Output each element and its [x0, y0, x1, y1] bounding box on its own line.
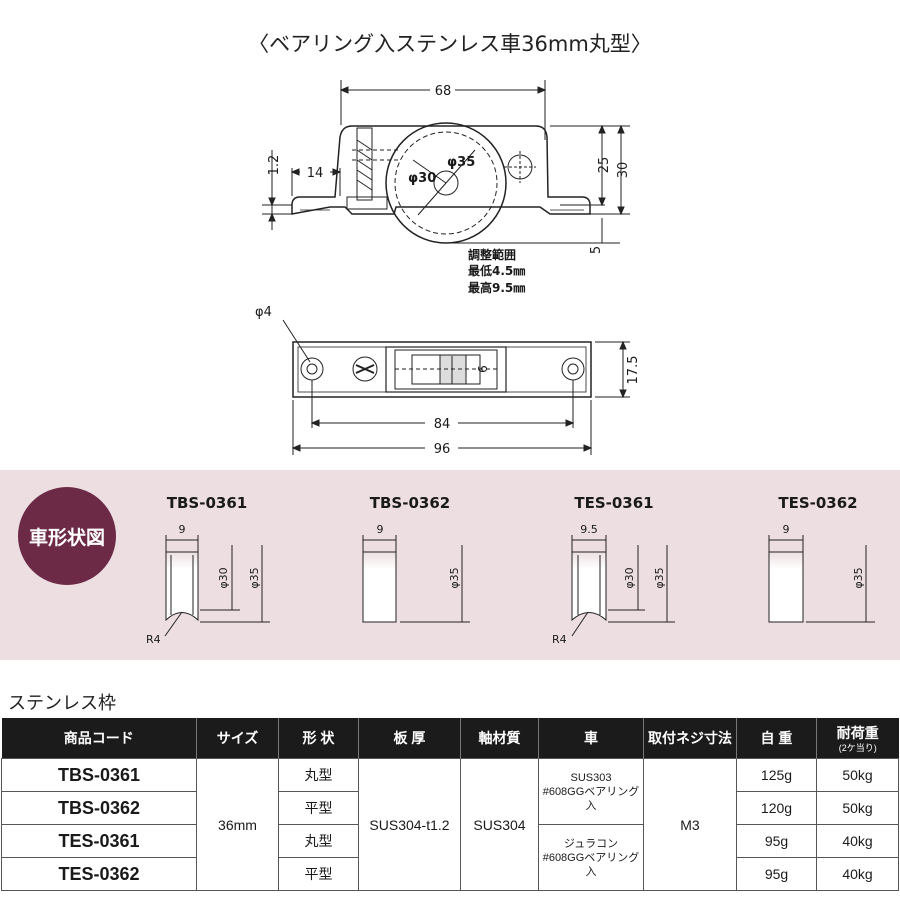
col-header-shape: 形 状: [278, 718, 359, 759]
tes0361-outer: φ35: [653, 567, 666, 588]
cell-shape: 平型: [278, 791, 359, 825]
cell-wheel-duracon: ジュラコン #608GGベアリング入: [538, 824, 644, 891]
table-row: TES-0362 平型 95g 40kg: [1, 857, 899, 891]
wheel-shapes-badge: 車形状図: [18, 487, 116, 585]
tes0361-radius: R4: [552, 633, 567, 646]
shape-label-tbs-0362: TBS-0362: [369, 494, 451, 512]
dim-height-25: 25: [597, 157, 612, 174]
tbs0361-width: 9: [179, 523, 186, 536]
shape-label-tes-0362: TES-0362: [778, 494, 858, 512]
tbs0361-inner: φ30: [217, 567, 230, 588]
cell-code: TBS-0362: [1, 791, 197, 825]
dim-drop-5: 5: [589, 246, 604, 254]
tes0361-width: 9.5: [580, 523, 598, 536]
dim-width-68: 68: [435, 84, 452, 99]
cell-load: 50kg: [816, 791, 899, 825]
col-header-axle: 軸材質: [460, 718, 539, 759]
dim-hole-phi4: φ4: [255, 305, 272, 320]
cell-load: 40kg: [816, 824, 899, 858]
dim-pitch-84: 84: [434, 417, 451, 432]
technical-drawing: 68 14 1.2 φ35 φ30 25 30 5 調整範囲 最低4.5㎜ 最高…: [255, 80, 641, 457]
col-header-size: サイズ: [196, 718, 279, 759]
col-header-wheel: 車: [538, 718, 644, 759]
dim-edge-14: 14: [307, 166, 324, 181]
cell-shape: 丸型: [278, 824, 359, 858]
table-row: TBS-0362 平型 120g 50kg: [1, 791, 899, 825]
tbs0362-outer: φ35: [448, 567, 461, 588]
cell-wheel-sus: SUS303 #608GGベアリング入: [538, 758, 644, 825]
tes0361-inner: φ30: [623, 567, 636, 588]
table-row: TBS-0361 36mm 丸型 SUS304-t1.2 SUS304 SUS3…: [1, 758, 899, 891]
tes0362-width: 9: [783, 523, 790, 536]
wheel-a-material: SUS303: [570, 771, 612, 784]
cell-size: 36mm: [196, 758, 279, 891]
col-header-screw: 取付ネジ寸法: [643, 718, 737, 759]
wheel-a-bearing: #608GGベアリング入: [542, 785, 640, 812]
wheel-shapes-panel: [0, 470, 900, 660]
adjust-range-max: 最高9.5㎜: [468, 280, 525, 295]
cell-weight: 125g: [736, 758, 817, 792]
tes0362-outer: φ35: [852, 567, 865, 588]
spec-table: 商品コード サイズ 形 状 板 厚 軸材質 車 取付ネジ寸法 自 重 耐荷重 (…: [1, 718, 899, 891]
load-header-note: (2ケ当り): [838, 743, 877, 753]
cell-screw: M3: [643, 758, 737, 891]
wheel-b-bearing: #608GGベアリング入: [542, 851, 640, 878]
cell-thickness: SUS304-t1.2: [358, 758, 461, 891]
dim-wheel-inner: φ30: [408, 171, 436, 186]
shape-label-tes-0361: TES-0361: [574, 494, 654, 512]
dim-total-96: 96: [434, 442, 451, 457]
shape-label-tbs-0361: TBS-0361: [166, 494, 248, 512]
col-header-thickness: 板 厚: [358, 718, 461, 759]
cell-code: TBS-0361: [1, 758, 197, 792]
tbs0362-width: 9: [377, 523, 384, 536]
tbs0361-outer: φ35: [248, 567, 261, 588]
col-header-code: 商品コード: [1, 718, 197, 759]
cell-shape: 平型: [278, 857, 359, 891]
cell-load: 50kg: [816, 758, 899, 792]
cell-weight: 120g: [736, 791, 817, 825]
adjust-range-title: 調整範囲: [468, 247, 516, 262]
page-title: 〈ベアリング入ステンレス車36mm丸型〉: [248, 32, 652, 56]
section-title: ステンレス枠: [8, 693, 116, 714]
cell-load: 40kg: [816, 857, 899, 891]
wheel-b-material: ジュラコン: [563, 837, 619, 850]
table-row: TES-0361 丸型 ジュラコン #608GGベアリング入 95g 40kg: [1, 824, 899, 891]
cell-code: TES-0361: [1, 824, 197, 858]
cell-weight: 95g: [736, 857, 817, 891]
cell-weight: 95g: [736, 824, 817, 858]
wheel-profiles: 9 φ30 φ35 R4 9 φ35 9.5 φ30 φ35 R4 9 φ35: [146, 523, 875, 646]
dim-height-30: 30: [616, 162, 631, 179]
tbs0361-radius: R4: [146, 633, 161, 646]
dim-wheel-outer: φ35: [447, 155, 475, 170]
cell-code: TES-0362: [1, 857, 197, 891]
adjust-range-min: 最低4.5㎜: [468, 263, 525, 278]
table-header-row: 商品コード サイズ 形 状 板 厚 軸材質 車 取付ネジ寸法 自 重 耐荷重 (…: [1, 718, 899, 759]
col-header-weight: 自 重: [736, 718, 817, 759]
dim-height-17-5: 17.5: [626, 356, 641, 385]
col-header-load: 耐荷重 (2ケ当り): [816, 718, 899, 759]
dim-thickness-1-2: 1.2: [267, 155, 282, 176]
load-header-label: 耐荷重: [836, 725, 879, 741]
cell-axle: SUS304: [460, 758, 539, 891]
dim-wheel-9: 9: [475, 365, 489, 373]
cell-shape: 丸型: [278, 758, 359, 792]
